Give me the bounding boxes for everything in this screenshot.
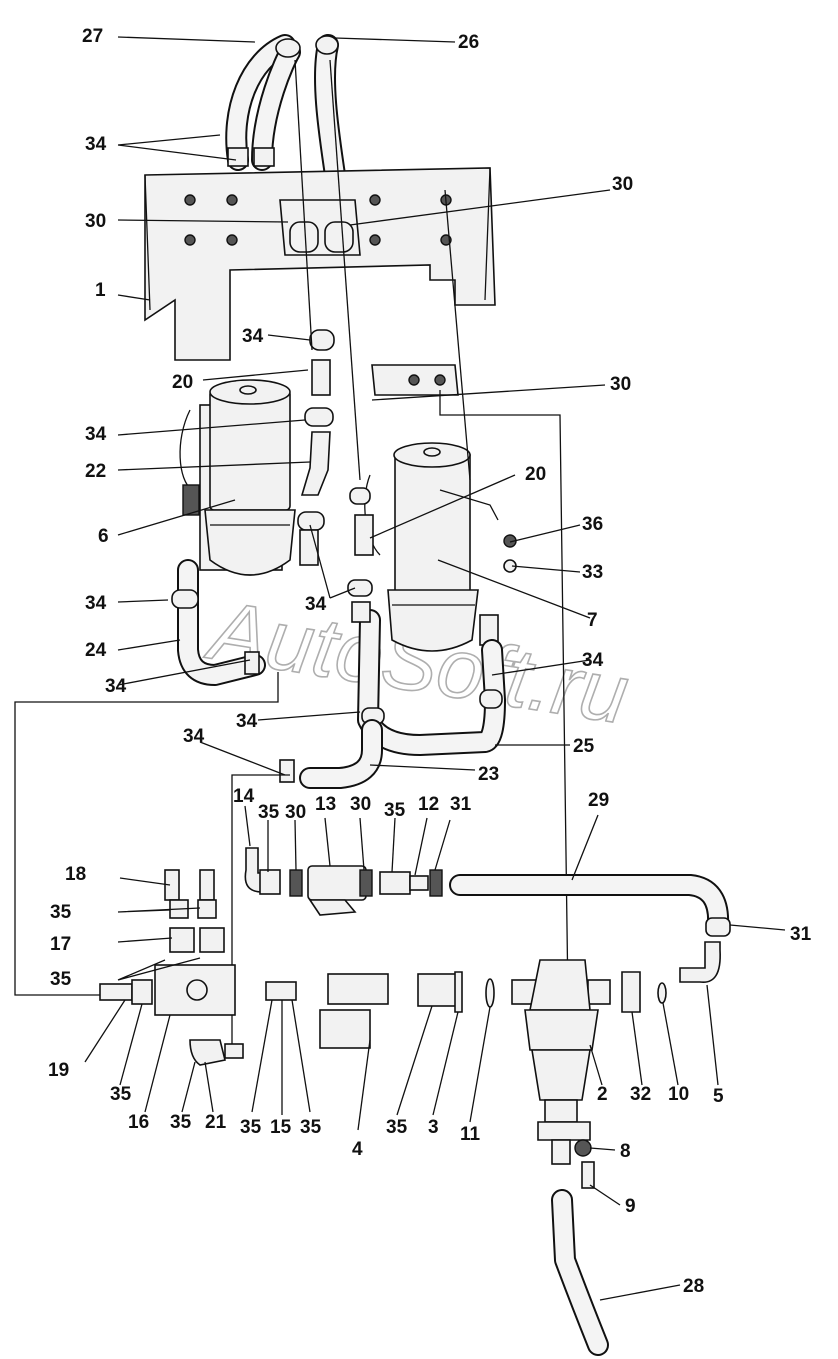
callout-26: 26 xyxy=(458,32,479,53)
callout-31-b: 31 xyxy=(790,924,812,945)
callout-20-left: 20 xyxy=(172,372,193,393)
callout-14: 14 xyxy=(233,786,255,807)
callout-34-e: 34 xyxy=(105,676,127,697)
callout-34-h: 34 xyxy=(183,726,205,747)
callout-1: 1 xyxy=(95,280,106,301)
callout-3: 3 xyxy=(428,1117,439,1138)
callout-35-h: 35 xyxy=(300,1117,322,1138)
callout-9: 9 xyxy=(625,1196,636,1217)
clamp-34-top xyxy=(227,147,275,167)
callout-34-a: 34 xyxy=(242,326,264,347)
hose-27 xyxy=(225,34,301,171)
pump-7 xyxy=(364,442,499,652)
callout-34-g: 34 xyxy=(236,711,258,732)
hose-23 xyxy=(279,719,383,789)
callout-32: 32 xyxy=(630,1084,651,1105)
callout-33: 33 xyxy=(582,562,603,583)
callout-15: 15 xyxy=(270,1117,292,1138)
callout-8: 8 xyxy=(620,1141,631,1162)
callout-17: 17 xyxy=(50,934,71,955)
hose-24 xyxy=(171,559,266,686)
callout-10: 10 xyxy=(668,1084,689,1105)
hose-26 xyxy=(314,34,346,186)
callout-35-i: 35 xyxy=(386,1117,408,1138)
callout-13: 13 xyxy=(315,794,336,815)
callout-6: 6 xyxy=(98,526,109,547)
callout-35-f: 35 xyxy=(170,1112,192,1133)
callout-2: 2 xyxy=(597,1084,608,1105)
callout-25: 25 xyxy=(573,736,595,757)
valve-assembly-13 xyxy=(244,847,443,916)
callout-30-left: 30 xyxy=(85,211,106,232)
callout-19: 19 xyxy=(48,1060,69,1081)
callout-34-f: 34 xyxy=(582,650,604,671)
manifold-16 xyxy=(99,869,244,1066)
filter-2 xyxy=(524,959,599,1189)
callout-34-d: 34 xyxy=(305,594,327,615)
callout-27: 27 xyxy=(82,26,103,47)
callout-35-e: 35 xyxy=(110,1084,132,1105)
callout-34-top: 34 xyxy=(85,134,107,155)
bracket-1 xyxy=(144,167,496,396)
callout-35-c: 35 xyxy=(50,902,72,923)
bottom-line-parts xyxy=(265,941,721,1049)
pump-6 xyxy=(179,379,296,576)
callout-23: 23 xyxy=(478,764,499,785)
fittings-left-pump xyxy=(297,329,335,566)
leader-lines xyxy=(84,36,786,1301)
hose-28 xyxy=(551,1189,609,1356)
callout-29: 29 xyxy=(588,790,609,811)
callout-7: 7 xyxy=(587,610,598,631)
callout-labels: 27 26 34 30 30 1 34 20 30 34 22 6 20 36 … xyxy=(48,26,812,1297)
callout-28: 28 xyxy=(683,1276,704,1297)
hose-29 xyxy=(449,874,731,937)
callout-30-b: 30 xyxy=(285,802,306,823)
callout-31-a: 31 xyxy=(450,794,472,815)
callout-34-c: 34 xyxy=(85,593,107,614)
callout-24: 24 xyxy=(85,640,107,661)
callout-35-g: 35 xyxy=(240,1117,262,1138)
callout-35-b: 35 xyxy=(384,800,406,821)
callout-4: 4 xyxy=(352,1139,363,1160)
callout-35-d: 35 xyxy=(50,969,72,990)
callout-30-mid: 30 xyxy=(610,374,631,395)
callout-30-top-right: 30 xyxy=(612,174,633,195)
callout-12: 12 xyxy=(418,794,439,815)
callout-11: 11 xyxy=(460,1124,481,1145)
callout-30-c: 30 xyxy=(350,794,371,815)
callout-22: 22 xyxy=(85,461,106,482)
callout-36: 36 xyxy=(582,514,603,535)
routing-lines xyxy=(14,59,569,1056)
callout-20-right: 20 xyxy=(525,464,546,485)
callout-35-a: 35 xyxy=(258,802,280,823)
callout-34-b: 34 xyxy=(85,424,107,445)
callout-5: 5 xyxy=(713,1086,724,1107)
callout-21: 21 xyxy=(205,1112,227,1133)
callout-18: 18 xyxy=(65,864,86,885)
callout-16: 16 xyxy=(128,1112,149,1133)
